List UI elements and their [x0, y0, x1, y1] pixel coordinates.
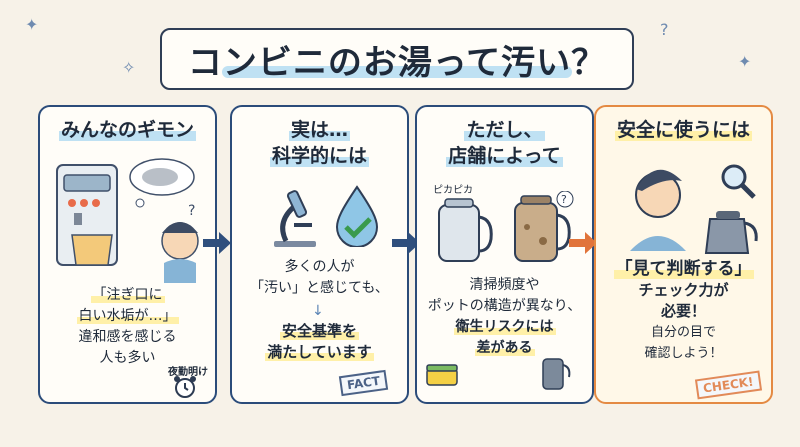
kettle-small-icon [542, 358, 571, 390]
quote-line: 白い水垢が…」 [76, 308, 179, 324]
text-line: 清掃頻度や [469, 277, 540, 293]
check-stamp: CHECK! [694, 370, 762, 400]
panel-heading: 実は… 科学的には [269, 119, 369, 167]
page-title: コンビニのお湯って汚い？ [187, 42, 607, 83]
panel-safety: 安全に使うには 「見て判断する」 チェック力が 必要！ 自分の目で 確認しよう！… [594, 105, 773, 404]
person-checking-icon [630, 169, 686, 251]
panel-text-emphasis: 安全基準を 満たしています [265, 322, 374, 361]
svg-text:?: ? [188, 203, 195, 219]
svg-text:?: ? [561, 193, 567, 206]
kettle-icon [704, 211, 758, 254]
text-line: 多くの人が [284, 259, 355, 275]
question-icon: ? [660, 20, 669, 39]
alarm-clock-icon [174, 376, 196, 398]
text-line: 「汚い」と感じても、 [250, 280, 389, 296]
kettle-icon [438, 198, 493, 262]
panel-heading: 安全に使うには [614, 119, 752, 141]
text-line: 人も多い [99, 350, 156, 366]
title-box: コンビニのお湯って汚い？ [160, 28, 634, 90]
coffee-machine-icon: ? [56, 158, 199, 283]
shiny-label: ピカピカ [433, 185, 473, 196]
microscope-icon [274, 190, 316, 247]
panel-science: 実は… 科学的には 多くの人が 「汚い」と感じても、 ↓ 安全基準を 満たしてい… [230, 105, 409, 404]
panel-question: みんなのギモン ? 「注ぎ口に 白い水垢が…」 違和感を感じる 人も多い 夜勤明… [38, 105, 217, 404]
arrow-down-icon: ↓ [312, 303, 324, 319]
kettle-icon: ? [514, 191, 574, 262]
panel-text: 清掃頻度や ポットの構造が異なり、 衛生リスクには 差がある [417, 275, 592, 359]
panel-text: 多くの人が 「汚い」と感じても、 [232, 257, 407, 299]
panel-heading: ただし、 店舗によって [446, 119, 563, 167]
arrow-right-icon [203, 232, 231, 254]
arrow-right-icon [569, 232, 597, 254]
panel-stores: ただし、 店舗によって ピカピカ ? 清掃頻度や ポットの構造が異なり、 衛生リ… [415, 105, 594, 404]
text-line: ポットの構造が異なり、 [427, 298, 582, 314]
panel-text: 「見て判断する」 チェック力が 必要！ 自分の目で 確認しよう！ [613, 259, 754, 361]
sparkle-icon: ✦ [738, 52, 752, 71]
text-line: 違和感を感じる [78, 329, 177, 345]
quote-line: 「注ぎ口に [90, 287, 165, 303]
panel-text: 「注ぎ口に 白い水垢が…」 違和感を感じる 人も多い [40, 285, 215, 369]
arrow-right-icon [392, 232, 420, 254]
water-drop-icon [335, 185, 379, 247]
night-shift-label: 夜勤明け [168, 367, 208, 378]
sponge-icon [426, 364, 458, 386]
sparkle-icon: ✧ [122, 58, 136, 77]
fact-stamp: FACT [338, 369, 389, 397]
sparkle-icon: ✦ [25, 15, 39, 34]
magnifier-icon [721, 164, 756, 199]
panel-heading: みんなのギモン [58, 119, 196, 141]
